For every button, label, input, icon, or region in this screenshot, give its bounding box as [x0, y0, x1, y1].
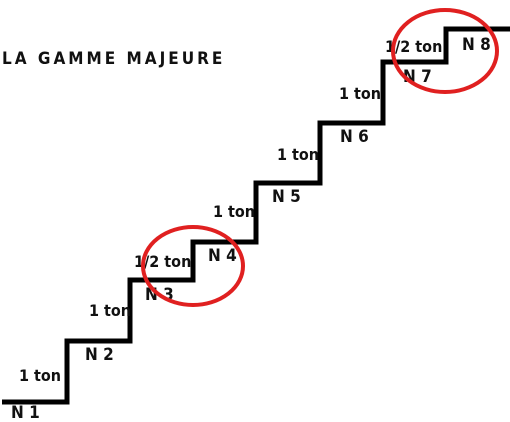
interval-label-4: 1 ton — [213, 202, 255, 221]
interval-label-5: 1 ton — [277, 145, 319, 164]
note-label-4: N 4 — [208, 246, 237, 266]
interval-label-1: 1 ton — [19, 366, 61, 385]
interval-label-7: 1/2 ton — [385, 37, 442, 56]
note-label-6: N 6 — [340, 127, 369, 147]
interval-label-3: 1/2 ton — [134, 252, 191, 271]
half-step-highlight-3-4 — [141, 225, 245, 307]
interval-label-2: 1 ton — [89, 301, 131, 320]
note-label-8: N 8 — [462, 35, 491, 55]
staircase-line — [2, 26, 510, 405]
note-label-1: N 1 — [11, 403, 40, 422]
note-label-5: N 5 — [272, 187, 301, 207]
note-label-2: N 2 — [85, 345, 114, 365]
half-step-highlight-7-8 — [391, 8, 499, 94]
diagram-title: LA GAMME MAJEURE — [2, 49, 225, 69]
interval-label-6: 1 ton — [339, 84, 381, 103]
